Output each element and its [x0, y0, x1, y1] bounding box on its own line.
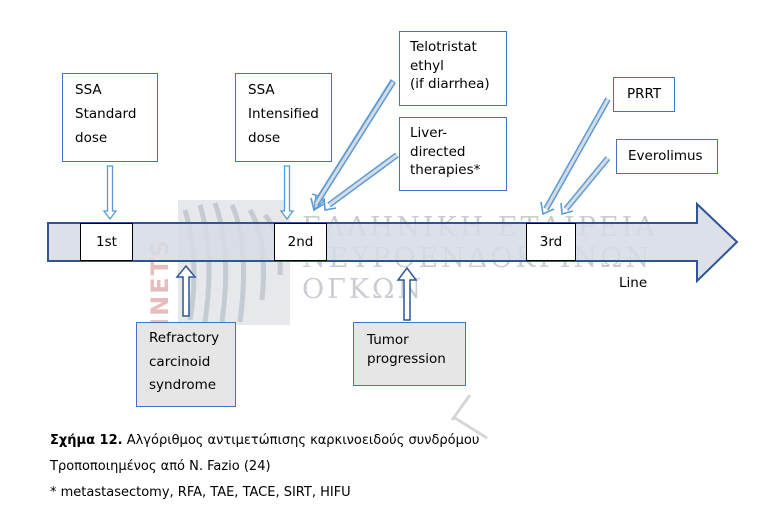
timeline-axis-label: Line — [619, 275, 648, 291]
box-line: Standard — [75, 106, 137, 122]
box-line: therapies* — [410, 162, 481, 178]
box-line: progression — [367, 350, 446, 367]
box-everolimus: Everolimus — [616, 139, 718, 174]
box-line: SSA — [75, 82, 102, 98]
box-line: SSA — [248, 82, 275, 98]
arrow-ssa-intensified-to-2nd — [279, 165, 295, 221]
figure-caption-title: Σχήμα 12. Αλγόριθμος αντιμετώπισης καρκι… — [50, 433, 479, 448]
box-line: dose — [75, 130, 108, 146]
box-line: Tumor — [367, 332, 409, 348]
arrow-telotristat-line — [310, 80, 396, 212]
box-line: ethyl — [410, 57, 444, 74]
box-refractory-carcinoid-syndrome: Refractory carcinoid syndrome — [136, 322, 236, 407]
arrow-prrt-to-3rd — [540, 97, 611, 216]
stage-1st: 1st — [80, 223, 133, 261]
box-line: directed — [410, 143, 466, 160]
stage-2nd: 2nd — [274, 223, 327, 261]
box-line: (if diarrhea) — [410, 76, 490, 92]
box-tumor-progression: Tumor progression — [353, 322, 466, 386]
box-line: Telotristat — [410, 39, 477, 55]
box-line: carcinoid — [149, 353, 211, 370]
figure-footnote: * metastasectomy, RFA, TAE, TACE, SIRT, … — [50, 485, 351, 500]
box-line: syndrome — [149, 377, 217, 393]
arrow-refractory-up — [175, 264, 197, 317]
box-prrt: PRRT — [613, 77, 675, 112]
stage-3rd: 3rd — [526, 223, 576, 261]
arrow-ssa-standard-to-1st — [102, 165, 118, 221]
arrow-everolimus-to-3rd — [560, 156, 611, 216]
box-line: PRRT — [627, 86, 662, 102]
arrow-liver-directed-to-2nd — [323, 152, 399, 211]
box-line: Liver- — [410, 125, 448, 141]
figure-source: Τροποποιημένος από N. Fazio (24) — [50, 459, 271, 474]
box-liver-directed-therapies: Liver- directed therapies* — [399, 117, 507, 191]
box-line: Intensified — [248, 106, 319, 122]
box-ssa-standard-dose: SSA Standard dose — [62, 73, 158, 162]
box-line: dose — [248, 130, 281, 146]
figure-label: Σχήμα 12. — [50, 433, 123, 448]
figure-title: Αλγόριθμος αντιμετώπισης καρκινοειδούς σ… — [126, 433, 480, 448]
box-line: Everolimus — [628, 148, 703, 164]
arrow-tumor-progression-up — [396, 266, 418, 321]
box-ssa-intensified-dose: SSA Intensified dose — [235, 73, 332, 162]
box-line: Refractory — [149, 330, 220, 346]
box-telotristat-ethyl: Telotristat ethyl (if diarrhea) — [399, 31, 507, 106]
